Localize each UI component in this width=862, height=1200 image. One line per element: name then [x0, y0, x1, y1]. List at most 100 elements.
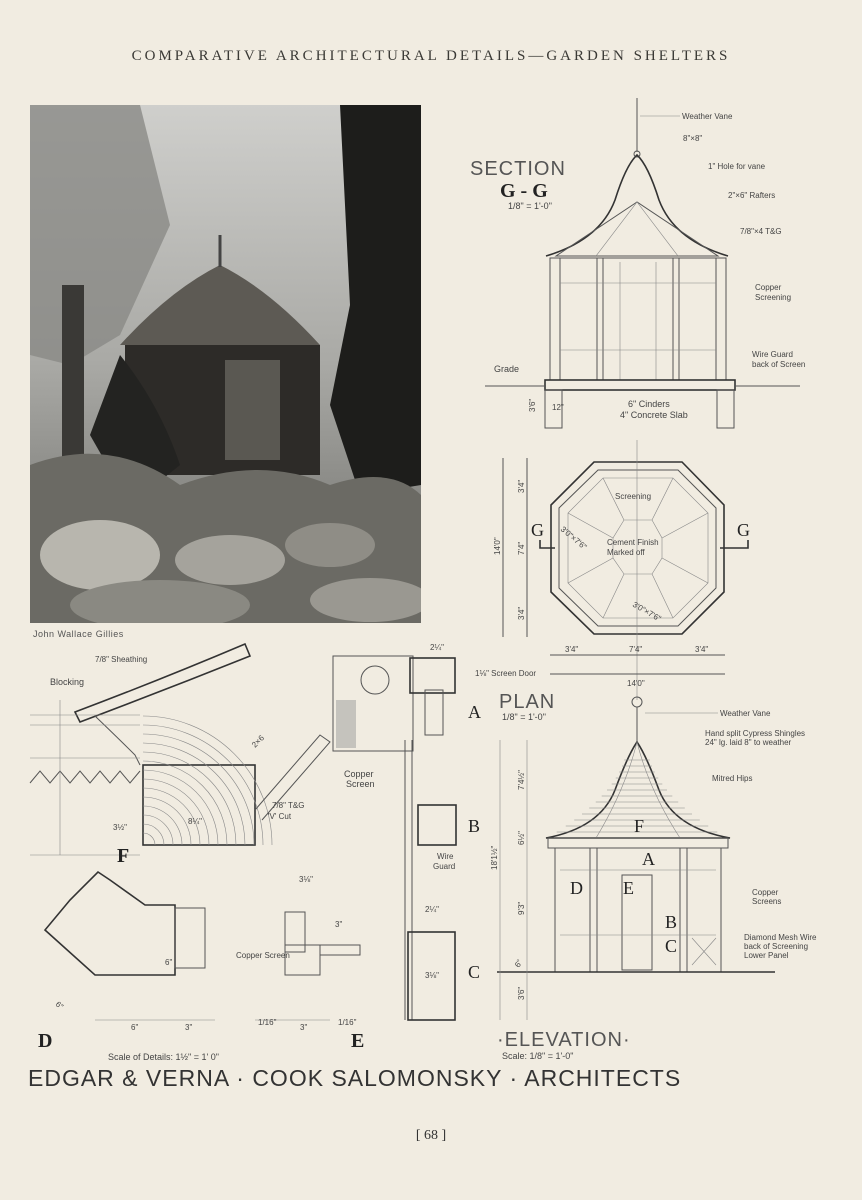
- svg-text:Screening: Screening: [615, 492, 651, 501]
- svg-text:9'3": 9'3": [517, 902, 526, 915]
- svg-text:6": 6": [513, 958, 525, 969]
- details-scale: Scale of Details: 1½" = 1' 0": [108, 1052, 219, 1062]
- svg-text:D: D: [570, 878, 583, 898]
- svg-text:Copper: Copper: [755, 283, 782, 292]
- svg-text:8¼": 8¼": [188, 817, 202, 826]
- svg-text:back of Screen: back of Screen: [752, 360, 805, 369]
- svg-text:3": 3": [185, 1023, 192, 1032]
- svg-text:Hand split Cypress Shingles: Hand split Cypress Shingles: [705, 729, 805, 738]
- svg-text:1/16": 1/16": [258, 1018, 277, 1027]
- svg-text:Screens: Screens: [752, 897, 781, 906]
- wood-grain: [142, 778, 210, 846]
- svg-text:2×6: 2×6: [250, 733, 266, 749]
- svg-text:3'4": 3'4": [517, 607, 526, 620]
- svg-text:'V' Cut: 'V' Cut: [268, 812, 292, 821]
- photo-credit: John Wallace Gillies: [33, 629, 124, 639]
- wood-grain: [142, 724, 264, 846]
- svg-text:8"×8": 8"×8": [683, 134, 702, 143]
- svg-text:2¼": 2¼": [430, 643, 444, 652]
- wood-grain: [142, 823, 165, 846]
- tree-trunk: [62, 285, 84, 485]
- wood-grain: [142, 769, 219, 846]
- svg-text:3⅛": 3⅛": [299, 875, 313, 884]
- plan-scale: 1/8" = 1'-0": [502, 712, 546, 722]
- svg-text:24" lg. laid 8" to weather: 24" lg. laid 8" to weather: [705, 738, 792, 747]
- svg-text:G: G: [531, 520, 544, 540]
- svg-text:B: B: [665, 912, 677, 932]
- section-g-g: SECTION G - G 1/8" = 1'-0" Weather Vane …: [470, 98, 805, 429]
- svg-text:4" Concrete Slab: 4" Concrete Slab: [620, 410, 688, 420]
- svg-text:Wire: Wire: [437, 852, 454, 861]
- elevation: F A D E B C Weather Vane Hand split Cypr…: [490, 696, 817, 1061]
- wood-grain: [142, 715, 273, 846]
- page-header: COMPARATIVE ARCHITECTURAL DETAILS—GARDEN…: [131, 48, 731, 64]
- svg-text:Guard: Guard: [433, 862, 455, 871]
- gazebo-roof: [120, 265, 320, 345]
- svg-text:3½": 3½": [113, 823, 127, 832]
- svg-text:Weather Vane: Weather Vane: [720, 709, 771, 718]
- svg-text:1" Hole for vane: 1" Hole for vane: [708, 162, 766, 171]
- svg-text:Copper: Copper: [752, 888, 779, 897]
- details: 7/8" Sheathing Blocking 2×6 7/8" T&G 'V'…: [29, 642, 536, 1062]
- svg-text:7'4": 7'4": [629, 645, 642, 654]
- svg-text:E: E: [623, 878, 634, 898]
- svg-text:Lower Panel: Lower Panel: [744, 951, 789, 960]
- svg-text:Diamond Mesh Wire: Diamond Mesh Wire: [744, 933, 817, 942]
- svg-text:18'1½": 18'1½": [490, 845, 499, 870]
- svg-text:F: F: [634, 816, 644, 836]
- svg-text:E: E: [351, 1030, 364, 1052]
- svg-text:Copper: Copper: [344, 769, 374, 779]
- wood-grain: [142, 751, 237, 846]
- plan: G G Screening Cement Finish Marked off 3…: [493, 440, 750, 722]
- svg-text:1/16": 1/16": [338, 1018, 357, 1027]
- wood-grain: [142, 832, 156, 846]
- svg-text:F: F: [117, 845, 129, 867]
- svg-text:14'0": 14'0": [627, 679, 645, 688]
- wood-grain: [142, 742, 246, 846]
- wood-grain: [142, 796, 192, 846]
- svg-text:3'6": 3'6": [528, 399, 537, 412]
- svg-text:C: C: [665, 936, 677, 956]
- svg-text:Screen: Screen: [346, 779, 375, 789]
- page-number: [ 68 ]: [415, 1128, 447, 1143]
- svg-text:2¼": 2¼": [425, 905, 439, 914]
- svg-text:3": 3": [335, 920, 342, 929]
- svg-text:Grade: Grade: [494, 364, 519, 374]
- svg-text:3'4": 3'4": [695, 645, 708, 654]
- svg-text:Copper Screen: Copper Screen: [236, 951, 290, 960]
- section-title: SECTION: [470, 158, 566, 180]
- svg-text:7/8" Sheathing: 7/8" Sheathing: [95, 655, 147, 664]
- wood-grain: [142, 787, 201, 846]
- svg-text:2"×6" Rafters: 2"×6" Rafters: [728, 191, 775, 200]
- svg-text:3'6": 3'6": [517, 987, 526, 1000]
- garden-shelter-photo: [30, 105, 421, 623]
- svg-text:6": 6": [54, 1000, 65, 1012]
- wood-grain: [142, 805, 183, 846]
- svg-text:6" Cinders: 6" Cinders: [628, 399, 670, 409]
- svg-text:3": 3": [300, 1023, 307, 1032]
- section-scale: 1/8" = 1'-0": [508, 201, 552, 211]
- svg-text:1⅛" Screen Door: 1⅛" Screen Door: [475, 669, 536, 678]
- svg-text:6": 6": [165, 958, 172, 967]
- svg-text:12": 12": [552, 403, 564, 412]
- svg-text:3'4": 3'4": [565, 645, 578, 654]
- tree-right: [330, 105, 421, 495]
- svg-text:back of Screening: back of Screening: [744, 942, 808, 951]
- svg-text:7'4": 7'4": [517, 542, 526, 555]
- svg-text:Mitred Hips: Mitred Hips: [712, 774, 752, 783]
- elevation-scale: Scale: 1/8" = 1'-0": [502, 1051, 573, 1061]
- svg-text:3'0"×7'6": 3'0"×7'6": [631, 600, 663, 623]
- svg-text:Screening: Screening: [755, 293, 791, 302]
- architects-credit: EDGAR & VERNA · COOK SALOMONSKY · ARCHIT…: [28, 1065, 682, 1091]
- wood-grain: [142, 814, 174, 846]
- svg-text:C: C: [468, 962, 480, 982]
- svg-text:14'0": 14'0": [493, 537, 502, 555]
- svg-text:A: A: [642, 849, 655, 869]
- svg-text:Marked off: Marked off: [607, 548, 645, 557]
- elevation-title: ·ELEVATION·: [497, 1029, 631, 1051]
- svg-text:6": 6": [131, 1023, 138, 1032]
- svg-text:Weather Vane: Weather Vane: [682, 112, 733, 121]
- svg-text:G: G: [737, 520, 750, 540]
- plan-title: PLAN: [499, 691, 555, 713]
- svg-text:6½": 6½": [517, 831, 526, 845]
